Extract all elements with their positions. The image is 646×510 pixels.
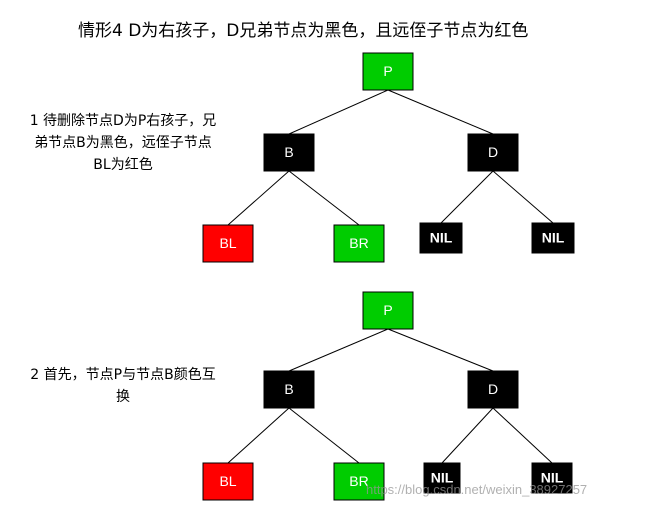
- edge-b-br: [288, 407, 360, 464]
- node-label: NIL: [541, 470, 564, 486]
- node-box: [531, 462, 573, 494]
- node-n2: NIL: [531, 462, 573, 494]
- node-br: BR: [333, 462, 385, 501]
- node-n2: NIL: [531, 222, 575, 254]
- node-br: BR: [333, 224, 385, 263]
- diagram-title: 情形4 D为右孩子，D兄弟节点为黑色，且远侄子节点为红色: [78, 21, 529, 41]
- watermark: https://blog.csdn.net/weixin_38927257: [366, 482, 588, 497]
- node-box: [419, 222, 463, 254]
- node-b: B: [263, 370, 315, 409]
- node-p: P: [362, 52, 414, 91]
- node-p: P: [362, 291, 414, 330]
- edge-d-n1: [440, 170, 494, 224]
- node-d: D: [467, 133, 519, 172]
- node-bl: BL: [202, 462, 254, 501]
- node-bl: BL: [202, 224, 254, 263]
- node-box: [362, 52, 414, 91]
- node-label: B: [284, 381, 293, 397]
- edge-d-n2: [492, 407, 553, 464]
- node-n1: NIL: [423, 462, 461, 494]
- tree-1: P B D BL BR NIL NIL: [202, 52, 575, 263]
- node-n1: NIL: [419, 222, 463, 254]
- node-label: NIL: [431, 470, 454, 486]
- edge-b-bl: [227, 170, 290, 226]
- tree-2: P B D BL BR NIL NIL: [202, 291, 573, 501]
- node-label: BL: [219, 473, 236, 489]
- node-box: [202, 462, 254, 501]
- node-box: [423, 462, 461, 494]
- node-label: B: [284, 144, 293, 160]
- node-box: [202, 224, 254, 263]
- edge-d-n1: [441, 407, 494, 464]
- node-label: P: [383, 63, 392, 79]
- node-b: B: [263, 133, 315, 172]
- node-box: [263, 370, 315, 409]
- node-label: D: [488, 381, 498, 397]
- step1-caption: 1 待删除节点D为P右孩子，兄弟节点B为黑色，远侄子节点BL为红色: [29, 113, 217, 173]
- node-box: [333, 224, 385, 263]
- node-box: [531, 222, 575, 254]
- step2-caption: 2 首先，节点P与节点B颜色互换: [30, 367, 216, 405]
- node-label: BL: [219, 235, 236, 251]
- node-box: [263, 133, 315, 172]
- node-box: [467, 370, 519, 409]
- node-d: D: [467, 370, 519, 409]
- edge-p-d: [387, 89, 494, 135]
- node-label: BR: [349, 473, 368, 489]
- node-box: [333, 462, 385, 501]
- edge-p-b: [288, 328, 389, 372]
- node-label: NIL: [542, 230, 565, 246]
- node-label: P: [383, 302, 392, 318]
- edge-b-bl: [227, 407, 290, 464]
- node-label: NIL: [430, 230, 453, 246]
- node-box: [362, 291, 414, 330]
- edge-b-br: [288, 170, 360, 226]
- edge-p-b: [288, 89, 389, 135]
- node-label: D: [488, 144, 498, 160]
- edge-p-d: [387, 328, 494, 372]
- edge-d-n2: [492, 170, 554, 224]
- node-label: BR: [349, 235, 368, 251]
- node-box: [467, 133, 519, 172]
